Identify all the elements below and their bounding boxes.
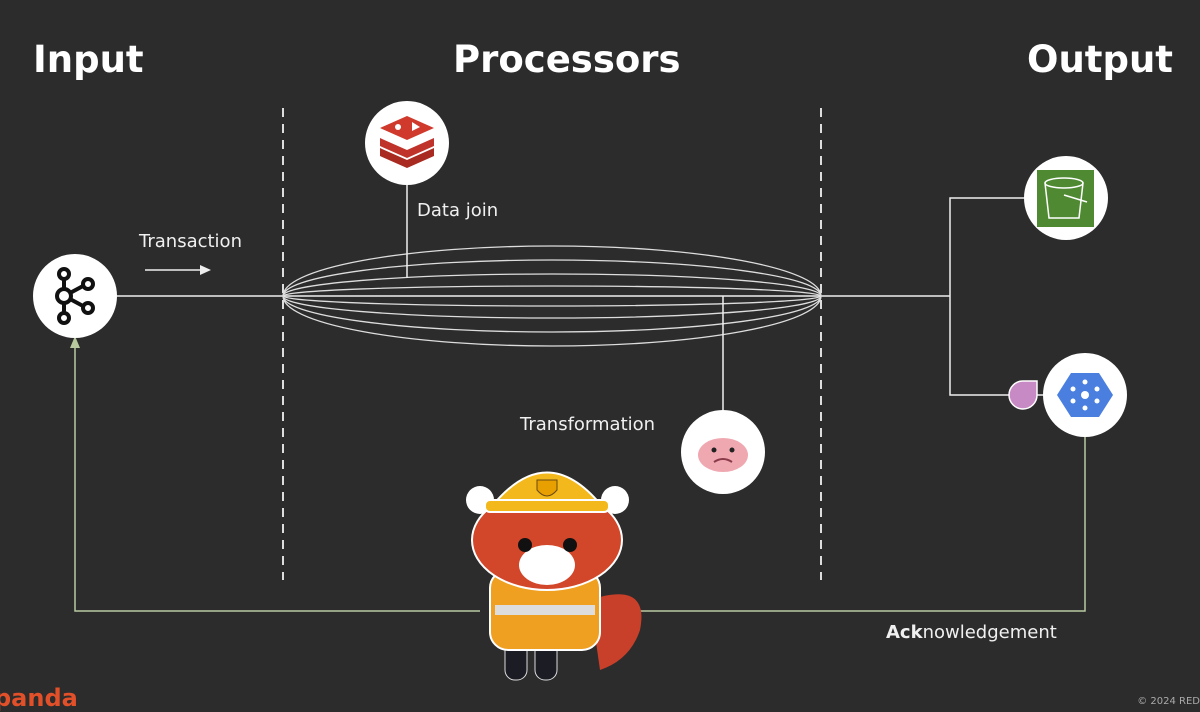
output-heading: Output xyxy=(1027,38,1173,81)
processors-heading: Processors xyxy=(453,38,681,81)
data-join-label: Data join xyxy=(417,200,499,221)
redis-icon xyxy=(365,101,449,185)
ack-line xyxy=(640,435,1086,612)
processor-bundle xyxy=(282,245,822,347)
ack-rest: nowledgement xyxy=(922,622,1057,643)
brand-logo: panda xyxy=(0,684,78,712)
s3-bucket-icon xyxy=(1024,156,1108,240)
pubsub-icon xyxy=(1008,353,1127,437)
transformation-label: Transformation xyxy=(520,414,656,435)
ack-bold: Ack xyxy=(886,622,923,643)
acknowledgement-label: Acknowledgement xyxy=(886,622,1057,643)
input-heading: Input xyxy=(33,38,144,81)
copyright: © 2024 RED xyxy=(1137,696,1200,707)
red-panda-mascot xyxy=(466,471,642,681)
transaction-label: Transaction xyxy=(139,231,242,252)
filter-droplet-icon xyxy=(1008,380,1038,410)
kafka-icon xyxy=(33,254,117,338)
blobfish-icon xyxy=(681,410,765,494)
